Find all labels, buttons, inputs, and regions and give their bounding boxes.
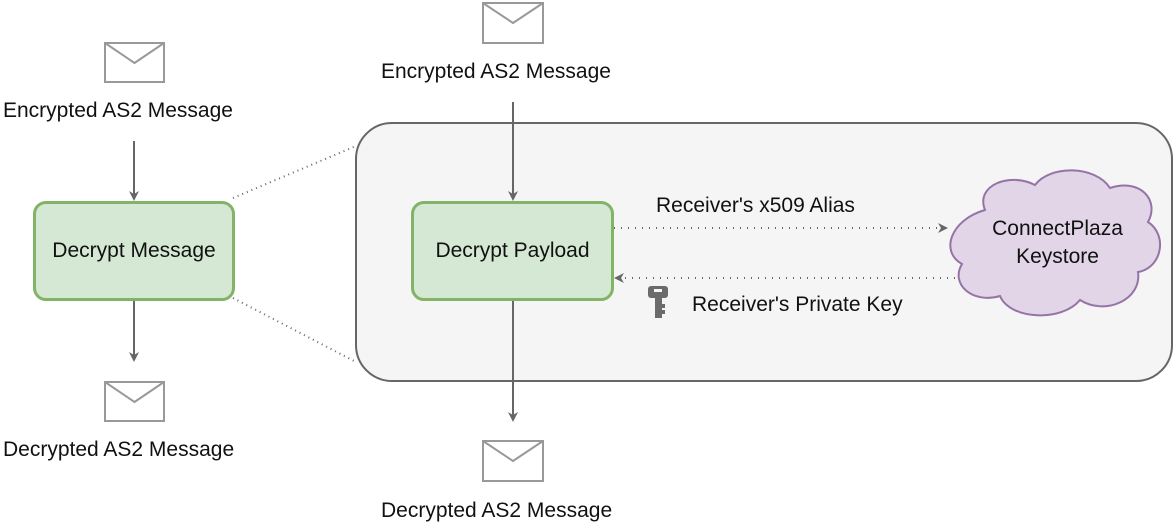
detail-output-label: Decrypted AS2 Message bbox=[381, 499, 613, 522]
decrypt-payload-label: Decrypt Payload bbox=[435, 239, 590, 262]
alias-request-label: Receiver's x509 Alias bbox=[656, 194, 855, 217]
keystore-label-line2: Keystore bbox=[1016, 245, 1099, 268]
left-output-label: Decrypted AS2 Message bbox=[3, 438, 235, 461]
envelope-icon bbox=[104, 381, 165, 422]
left-input-label: Encrypted AS2 Message bbox=[3, 99, 233, 122]
keystore-cloud bbox=[949, 169, 1162, 317]
envelope-icon bbox=[104, 42, 165, 83]
decrypt-message-node[interactable]: Decrypt Message bbox=[33, 201, 235, 301]
decrypt-message-label: Decrypt Message bbox=[52, 239, 216, 262]
decrypt-payload-node[interactable]: Decrypt Payload bbox=[411, 201, 614, 301]
envelope-icon bbox=[482, 440, 544, 482]
keystore-label[interactable]: ConnectPlaza Keystore bbox=[960, 215, 1155, 271]
detail-container bbox=[355, 122, 1173, 382]
detail-input-label: Encrypted AS2 Message bbox=[381, 60, 611, 83]
zoom-line-bottom bbox=[232, 297, 357, 363]
envelope-icon bbox=[482, 2, 544, 44]
keystore-label-line1: ConnectPlaza bbox=[992, 217, 1123, 240]
private-key-response-label: Receiver's Private Key bbox=[692, 293, 903, 316]
key-icon bbox=[648, 286, 668, 318]
zoom-line-top bbox=[232, 145, 357, 199]
